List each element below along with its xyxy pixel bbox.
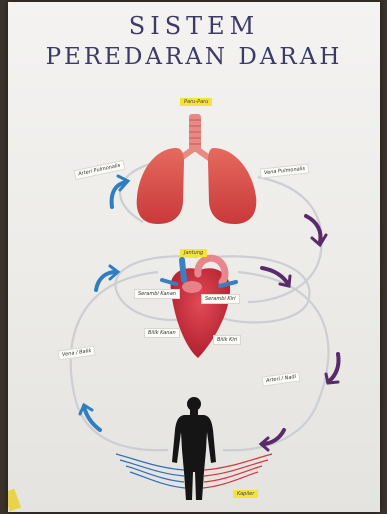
label-bilik-kanan: Bilik Kanan [144,328,180,338]
poster-board: SISTEM PEREDARAN DARAH [8,2,380,512]
lung-left [137,148,184,224]
label-serambi-kanan: Serambi Kanan [134,289,180,299]
label-paru-paru: Paru-Paru [180,98,212,106]
vena-cava-upper [182,260,184,280]
arrow-pulmonary-vein-icon [306,216,326,245]
circulation-diagram [8,2,380,512]
heart-atrium [182,281,202,293]
human-silhouette [172,397,216,500]
label-kapiler: Kapiler [233,490,258,498]
lungs [137,114,257,224]
label-jantung: Jantung [180,249,207,257]
lung-right [208,148,256,224]
label-bilik-kiri: Bilik Kiri [213,335,241,345]
label-serambi-kiri: Serambi Kiri [201,294,240,304]
